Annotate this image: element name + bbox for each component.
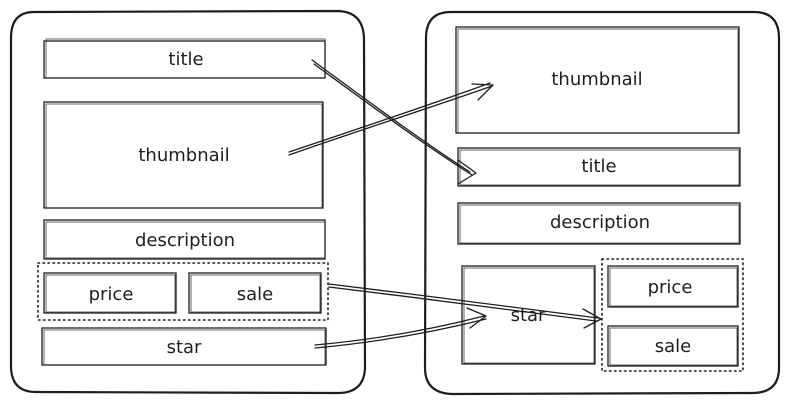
right-description-box: description [457,202,741,245]
right-thumbnail-label: thumbnail [551,69,642,90]
right-price-sale-group [601,258,744,372]
left-star-box: star [41,327,327,366]
left-thumbnail-label: thumbnail [138,145,229,166]
right-price-label: price [648,277,693,298]
left-price-label: price [89,284,134,305]
right-sale-label: sale [655,336,691,357]
right-price-box: price [607,265,739,308]
right-card: thumbnail title description star price [423,10,781,396]
left-price-sale-group [37,262,329,321]
left-price-box: price [43,272,177,314]
right-title-label: title [581,156,616,177]
left-thumbnail-box: thumbnail [43,101,324,209]
arrow-star-to-star [314,307,487,349]
arrow-price-sale-to-group [328,283,602,329]
arrow-thumbnail-to-thumbnail [288,82,494,156]
left-description-label: description [135,230,235,251]
arrow-title-to-title [311,59,477,185]
left-star-label: star [167,337,202,358]
left-card: title thumbnail description price sale [9,9,367,395]
left-sale-box: sale [188,272,322,314]
right-sale-box: sale [607,325,739,367]
left-title-box: title [43,38,326,79]
left-description-box: description [43,219,326,260]
left-title-label: title [168,49,203,70]
right-thumbnail-box: thumbnail [455,26,740,134]
right-title-box: title [457,147,741,187]
left-sale-label: sale [237,284,273,305]
right-description-label: description [550,212,650,233]
